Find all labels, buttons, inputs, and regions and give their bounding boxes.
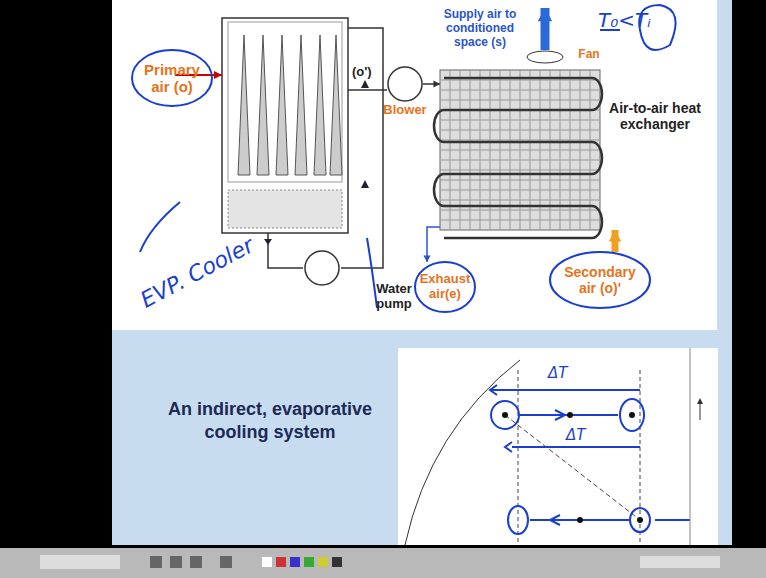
fan-blade <box>527 51 563 63</box>
blower-symbol: Blower <box>387 66 423 102</box>
flow-arrow <box>423 80 440 87</box>
coil-tube <box>434 78 602 238</box>
delta-t-note: ΔT <box>548 364 567 382</box>
circle <box>388 67 422 101</box>
fin <box>440 90 600 91</box>
circle <box>305 251 339 285</box>
node-text: Exhaust air(e) <box>419 272 471 302</box>
fin <box>440 120 600 121</box>
fin <box>440 100 600 101</box>
arrow-head <box>423 255 430 262</box>
fin <box>440 170 600 171</box>
secondary-air-label: Secondary air (o)' <box>550 252 650 308</box>
node-text: Primary air (o) <box>136 61 208 96</box>
point-label: (o') <box>352 64 372 79</box>
grid-outline <box>440 70 600 230</box>
inlet-label: Primary air (o) <box>132 50 212 106</box>
fin <box>440 210 600 211</box>
water-pump-symbol: Water pump <box>303 250 341 286</box>
node-text: Fan <box>569 48 609 62</box>
flow-arrow <box>423 227 440 262</box>
fin <box>440 140 600 141</box>
delta-t-note: ΔT <box>566 426 585 444</box>
node-text: Water pump <box>369 282 419 312</box>
node-text: Blower <box>367 103 443 118</box>
flow-arrow <box>609 230 621 252</box>
hand-circle <box>550 252 650 308</box>
ellipse-outline <box>526 50 564 64</box>
fin <box>440 190 600 191</box>
arrow-head <box>609 230 621 241</box>
node-text: Supply air to conditioned space (s) <box>434 8 526 49</box>
flow-arrow <box>538 8 552 50</box>
arrow-head <box>433 80 440 87</box>
fin <box>440 130 600 131</box>
node-text: Secondary air (o)' <box>554 264 646 296</box>
fin <box>440 160 600 161</box>
circle-outline <box>387 66 423 102</box>
fin <box>440 220 600 221</box>
supply-air-label: Supply air to conditioned space (s) <box>430 4 530 54</box>
fin <box>440 200 600 201</box>
hand-circle <box>415 262 475 312</box>
fin <box>440 150 600 151</box>
heat-exchanger: Air-to-air heat exchanger <box>440 70 600 230</box>
circle-outline <box>303 250 341 286</box>
fin <box>440 180 600 181</box>
handwritten-note: T₀<Tᵢ <box>598 8 651 32</box>
fan-symbol: Fan <box>526 50 564 64</box>
fin <box>440 80 600 81</box>
caption: An indirect, evaporative cooling system <box>150 398 390 443</box>
exhaust-label: Exhaust air(e) <box>415 262 475 312</box>
hand-circle <box>132 50 212 106</box>
node-text: Air-to-air heat exchanger <box>605 100 705 132</box>
arrow-head <box>538 8 552 21</box>
